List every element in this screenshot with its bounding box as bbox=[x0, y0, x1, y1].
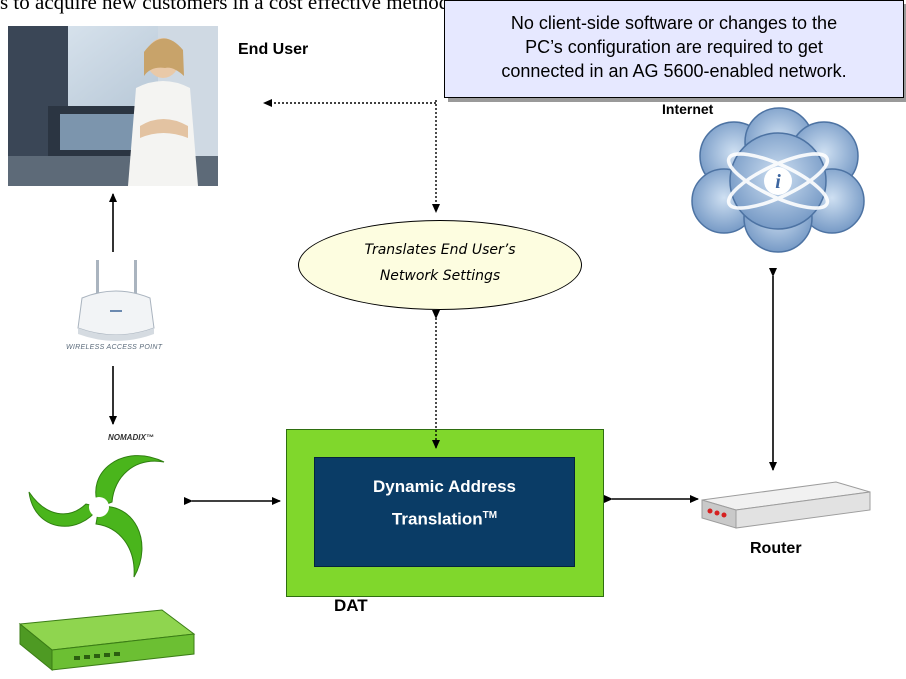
nomadix-label: NOMADIX™ bbox=[108, 433, 154, 442]
internet-label: Internet bbox=[662, 101, 714, 117]
gateway-appliance-icon bbox=[18, 609, 196, 672]
callout-line-3: connected in an AG 5600-enabled network. bbox=[501, 61, 847, 81]
end-user-label: End User bbox=[238, 41, 309, 58]
callout-line-2: PC’s configuration are required to get bbox=[525, 37, 823, 57]
end-user-photo bbox=[8, 26, 218, 186]
callout-line-1: No client-side software or changes to th… bbox=[510, 13, 838, 33]
dat-line-2: TranslationTM bbox=[315, 501, 574, 534]
dat-inner-box: Dynamic Address TranslationTM bbox=[314, 457, 575, 567]
router-icon bbox=[701, 481, 871, 529]
wireless-access-point-icon bbox=[77, 260, 155, 341]
translator-bubble: Translates End User’s Network Settings bbox=[298, 220, 582, 310]
info-callout: No client-side software or changes to th… bbox=[444, 0, 904, 98]
dat-line-2-text: Translation bbox=[391, 509, 483, 529]
svg-text:i: i bbox=[775, 171, 781, 193]
dat-line-1: Dynamic Address bbox=[373, 477, 516, 496]
access-point-label: WIRELESS ACCESS POINT bbox=[66, 344, 163, 351]
internet-cloud-icon: i bbox=[691, 107, 865, 253]
router-label: Router bbox=[750, 540, 802, 557]
nomadix-swirl-logo bbox=[28, 455, 165, 578]
translator-line-2: Network Settings bbox=[379, 268, 501, 284]
translator-line-1: Translates End User’s bbox=[364, 242, 516, 258]
truncated-intro-text: s to acquire new customers in a cost eff… bbox=[0, 0, 455, 14]
dat-label: DAT bbox=[334, 596, 368, 615]
trademark-mark: TM bbox=[482, 510, 498, 521]
